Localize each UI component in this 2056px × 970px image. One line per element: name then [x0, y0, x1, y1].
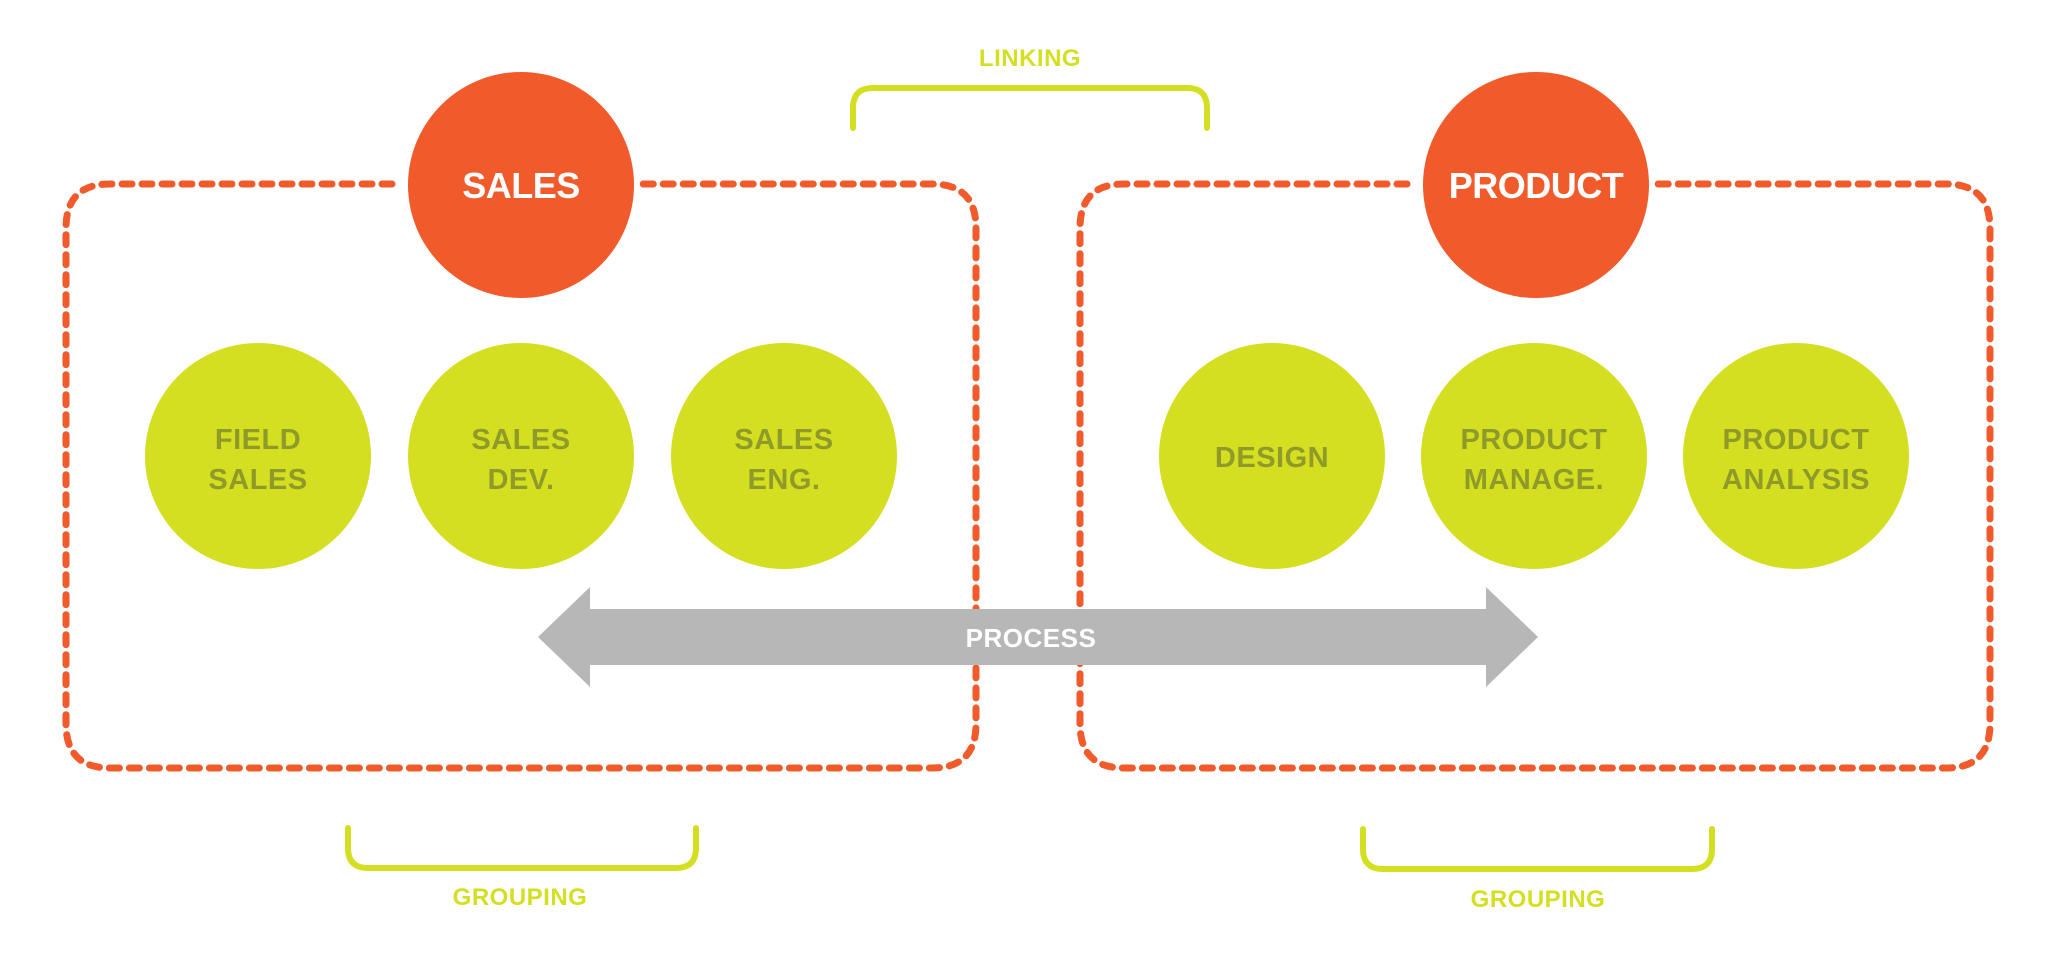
grouping-bracket-product: GROUPING — [1360, 826, 1715, 913]
team-label-line-2: ANALYSIS — [1722, 464, 1870, 496]
team-node-field-sales: FIELD SALES — [145, 343, 371, 569]
process-arrow: PROCESS — [538, 587, 1538, 687]
team-circle — [1683, 343, 1909, 569]
team-label-line-1: SALES — [471, 424, 570, 456]
sales-group-border — [62, 180, 980, 772]
team-label-line-1: FIELD — [215, 424, 301, 456]
team-node-product-manage: PRODUCT MANAGE. — [1421, 343, 1647, 569]
process-label: PROCESS — [966, 623, 1097, 653]
grouping-label-sales: GROUPING — [453, 884, 588, 911]
team-circle — [671, 343, 897, 569]
product-department-circle — [1423, 72, 1649, 298]
team-node-sales-eng: SALES ENG. — [671, 343, 897, 569]
product-department-node: PRODUCT — [1423, 72, 1649, 298]
linking-label: LINKING — [979, 45, 1081, 72]
grouping-label-product: GROUPING — [1471, 886, 1606, 913]
team-circle — [408, 343, 634, 569]
sales-department-node: SALES — [408, 72, 634, 298]
product-group-border — [1076, 180, 1994, 772]
team-circle — [145, 343, 371, 569]
double-arrow-shape — [538, 587, 1538, 687]
linking-bracket: LINKING — [850, 45, 1210, 131]
team-node-product-analysis: PRODUCT ANALYSIS — [1683, 343, 1909, 569]
team-node-sales-dev: SALES DEV. — [408, 343, 634, 569]
team-label-line-1: PRODUCT — [1723, 424, 1870, 456]
product-department-label: PRODUCT — [1449, 165, 1624, 206]
sales-department-label: SALES — [462, 165, 580, 206]
grouping-bracket-line — [1360, 826, 1715, 872]
sales-department-circle — [408, 72, 634, 298]
team-label-line-2: SALES — [208, 464, 307, 496]
grouping-bracket-sales: GROUPING — [345, 825, 699, 911]
team-label-line-1: DESIGN — [1215, 442, 1329, 474]
linking-bracket-line — [850, 85, 1210, 131]
grouping-bracket-line — [345, 825, 699, 871]
team-label-line-2: DEV. — [487, 464, 554, 496]
team-label-line-1: PRODUCT — [1461, 424, 1608, 456]
team-node-design: DESIGN — [1159, 343, 1385, 569]
team-label-line-2: ENG. — [748, 464, 821, 496]
team-label-line-2: MANAGE. — [1464, 464, 1604, 496]
team-circle — [1421, 343, 1647, 569]
team-label-line-1: SALES — [734, 424, 833, 456]
team-circle — [1159, 343, 1385, 569]
